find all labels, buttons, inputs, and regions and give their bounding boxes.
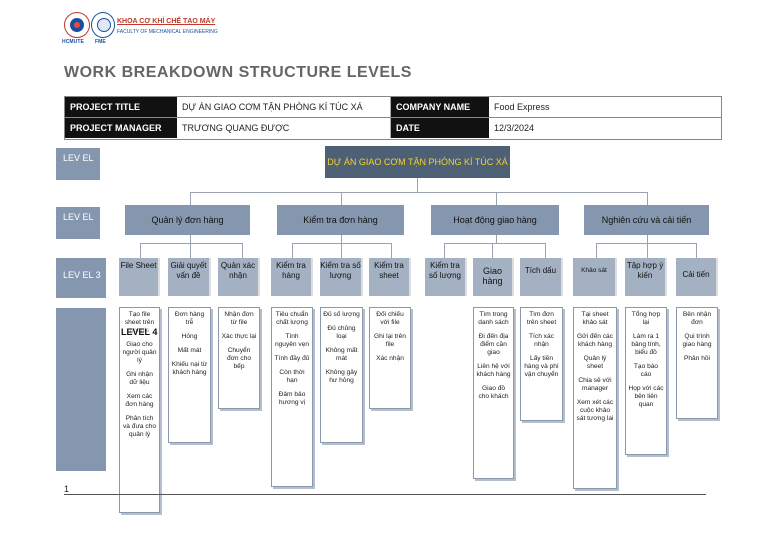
level4-delivery-tasks: Tìm trong danh sách Đi đến địa điểm cần … [473, 307, 514, 479]
footer-divider [64, 494, 706, 495]
fme-logo [91, 12, 115, 38]
level2-research-improvement: Nghiên cứu và cải tiến [584, 205, 709, 235]
list-item: Hỏng [181, 333, 198, 340]
list-item: Đảm bảo hương vị [278, 391, 306, 406]
level3-problem-solving: Giải quyết vấn đề [168, 258, 211, 296]
list-item: Ghi nhận dữ liệu [126, 371, 153, 386]
list-item: Giao đồ cho khách [478, 385, 509, 400]
list-item: Xác thực lại [221, 333, 257, 340]
level4-quantity-check-tasks: Đủ số lượng Đủ chủng loại Không mất mát … [320, 307, 363, 443]
fme-label: FME [95, 39, 106, 45]
level-3-label: LEV EL 3 [56, 258, 106, 298]
list-item: Đi đến địa điểm cần giao [478, 333, 509, 356]
company-name-value: Food Express [489, 97, 719, 117]
list-item: Không mất mát [325, 347, 358, 362]
list-item: Tiêu chuẩn chất lượng [275, 311, 309, 326]
faculty-title[interactable]: KHOA CƠ KHÍ CHẾ TẠO MÁY [117, 18, 216, 25]
list-item: Tìm trong danh sách [478, 311, 509, 326]
level4-improvement-tasks: Bên nhận đơn Qui trình giao hàng Phản hồ… [676, 307, 718, 419]
list-item: Tính đầy đủ [274, 355, 310, 362]
level2-delivery-operations: Hoạt động giao hàng [431, 205, 559, 235]
list-item: Liên hệ với khách hàng [476, 363, 511, 378]
level4-feedback-tasks: Tổng hợp lại Làm ra 1 bảng tính, biểu đồ… [625, 307, 667, 455]
project-info-table: PROJECT TITLE DỰ ÁN GIAO CƠM TẬN PHÒNG K… [64, 96, 722, 140]
list-item: Xác nhận [376, 355, 404, 362]
level-4-column [56, 308, 106, 471]
level4-confirmation-tasks: Nhận đơn từ file Xác thực lại Chuyển đơn… [218, 307, 260, 409]
project-title-value: DỰ ÁN GIAO CƠM TẬN PHÒNG KÍ TÚC XÁ [177, 97, 391, 117]
level4-tick-tasks: Tìm đơn trên sheet Tích xác nhận Lấy tiề… [520, 307, 563, 421]
faculty-subtitle: FACULTY OF MECHANICAL ENGINEERING [117, 29, 218, 35]
level3-confirmation: Quản xác nhận [218, 258, 260, 296]
list-item: Không gây hư hỏng [325, 369, 358, 384]
date-value: 12/3/2024 [489, 118, 719, 138]
level4-sheet-check-tasks: Đối chiếu với file Ghi lại trên file Xác… [369, 307, 411, 409]
level3-gather-feedback: Tập hợp ý kiến [625, 258, 667, 296]
level3-goods-check: Kiểm tra hàng [271, 258, 313, 296]
list-item: Đủ chủng loại [327, 325, 356, 340]
level-2-label: LEV EL [56, 207, 100, 239]
list-item: Chia sẻ với manager [578, 377, 612, 392]
level3-improvement: Cải tiến [676, 258, 718, 296]
list-item: Tại sheet khảo sát [581, 311, 609, 326]
level3-file-sheet: File Sheet [119, 258, 160, 296]
project-manager-label: PROJECT MANAGER [65, 118, 177, 138]
list-item: Tạo báo cáo [633, 363, 659, 378]
level4-file-sheet-tasks: Tạo file sheet trên google Giao cho ngườ… [119, 307, 160, 513]
document-title: WORK BREAKDOWN STRUCTURE LEVELS [64, 64, 412, 81]
level3-survey: Khảo sát [573, 258, 617, 296]
level4-survey-tasks: Tại sheet khảo sát Gửi đến các khách hàn… [573, 307, 617, 489]
list-item: Phân tích và đưa cho quản lý [122, 415, 156, 438]
project-title-label: PROJECT TITLE [65, 97, 177, 117]
level3-tick-mark: Tích dấu [520, 258, 563, 296]
hcmute-label: HCMUTE [62, 39, 84, 45]
level2-order-management: Quản lý đơn hàng [125, 205, 250, 235]
list-item: Qui trình giao hàng [682, 333, 712, 348]
level4-goods-check-tasks: Tiêu chuẩn chất lượng Tính nguyên vẹn Tí… [271, 307, 313, 487]
level3-quantity-check: Kiểm tra số lượng [320, 258, 363, 296]
wbs-root-node: DỰ ÁN GIAO CƠM TẬN PHÒNG KÍ TÚC XÁ [325, 146, 510, 178]
list-item: Ghi lại trên file [374, 333, 406, 348]
list-item: Bên nhận đơn [682, 311, 712, 326]
list-item: Tổng hợp lại [631, 311, 661, 326]
list-item: Tính nguyên vẹn [274, 333, 310, 348]
list-item: Chuyển đơn cho bếp [226, 347, 252, 370]
level4-problem-tasks: Đơn hàng trễ Hỏng Mất mát Khiếu nại từ k… [168, 307, 211, 443]
list-item: Làm ra 1 bảng tính, biểu đồ [631, 333, 661, 356]
project-manager-value: TRƯƠNG QUANG ĐƯỢC [177, 118, 391, 138]
level3-delivery: Giao hàng [473, 258, 514, 296]
list-item: Đối chiếu với file [376, 311, 404, 326]
list-item: Đủ số lượng [323, 311, 360, 318]
level2-order-check: Kiểm tra đơn hàng [277, 205, 404, 235]
list-item: Gửi đến các khách hàng [577, 333, 613, 348]
list-item: Xem xét các cuộc khảo sát tương lai [576, 399, 614, 422]
list-item: Phản hồi [683, 355, 711, 362]
list-item: Xem các đơn hàng [125, 393, 154, 408]
level3-sheet-check: Kiểm tra sheet [369, 258, 411, 296]
level-1-label: LEV EL [56, 148, 100, 180]
page-number: 1 [64, 484, 70, 494]
list-item: Tích xác nhận [529, 333, 554, 348]
level-4-label: LEVEL 4 [121, 327, 158, 337]
list-item: Lấy tiền hàng và phí vận chuyển [524, 355, 559, 378]
list-item: Nhận đơn từ file [224, 311, 254, 326]
company-name-label: COMPANY NAME [391, 97, 489, 117]
hcmute-logo [64, 12, 90, 38]
list-item: Khiếu nại từ khách hàng [171, 361, 208, 376]
date-label: DATE [391, 118, 489, 138]
list-item: Giao cho người quản lý [122, 341, 157, 364]
list-item: Mất mát [177, 347, 202, 354]
list-item: Quản lý sheet [583, 355, 607, 370]
level3-delivery-quantity-check: Kiểm tra số lượng [425, 258, 467, 296]
list-item: Đơn hàng trễ [174, 311, 205, 326]
list-item: Còn thời hạn [279, 369, 305, 384]
list-item: Họp với các bên liên quan [628, 385, 664, 408]
list-item: Tìm đơn trên sheet [526, 311, 557, 326]
